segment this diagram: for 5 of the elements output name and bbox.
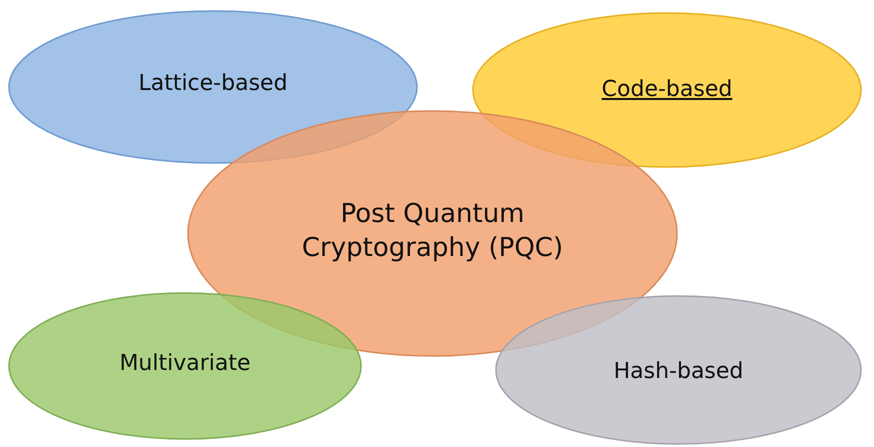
category-label: Post Quantum Cryptography (PQC) [300,198,564,265]
category-label: Multivariate [118,350,252,378]
category-label: Code-based [600,76,734,104]
category-label: Hash-based [612,358,744,386]
category-label: Lattice-based [137,70,289,98]
